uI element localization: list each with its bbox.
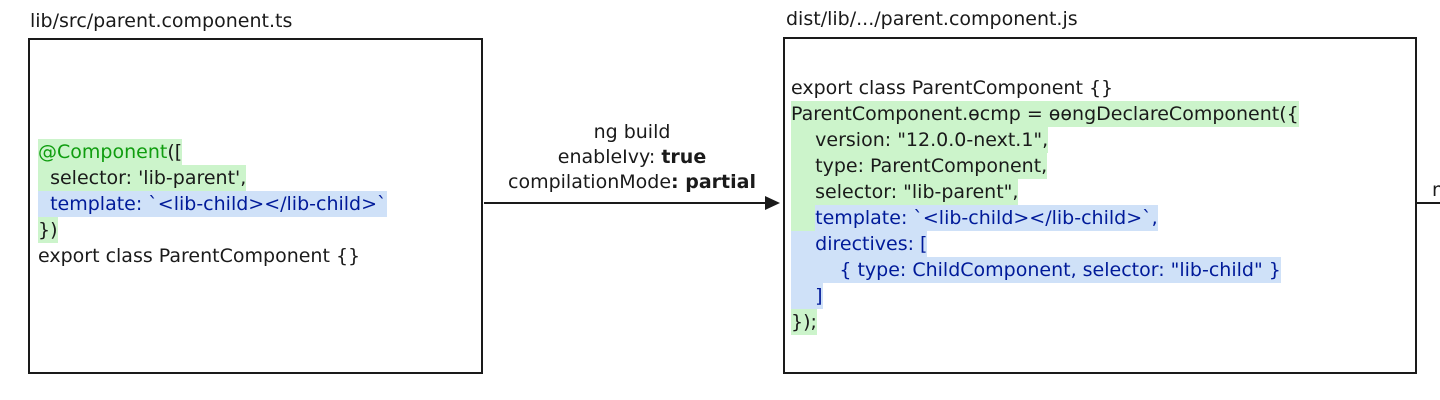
text-segment: }) [38, 217, 58, 243]
code-line: export class ParentComponent {} [791, 75, 1299, 101]
text-segment: { type: ChildComponent, selector: "lib-c… [791, 257, 1281, 283]
text-segment: true [661, 146, 707, 168]
next-arrow-label-fragment: n [1432, 179, 1440, 201]
code-line: @Component([ [38, 139, 387, 165]
text-segment: ParentComponent.ɵcmp = ɵɵngDeclareCompon… [791, 101, 1299, 127]
code-line: }) [38, 217, 387, 243]
code-line: }); [791, 309, 1299, 335]
text-segment: directives: [ [791, 231, 928, 257]
build-arrow-label: ng build enableIvy: true compilationMode… [484, 120, 780, 195]
code-line: directives: [ [791, 231, 1299, 257]
text-segment: @Component [38, 139, 168, 165]
text-segment: ([ [167, 139, 183, 165]
text-segment: selector: "lib-parent", [791, 179, 1019, 205]
text-segment: selector: 'lib-parent', [38, 165, 247, 191]
build-arrow-label-line3: compilationMode: partial [484, 170, 780, 195]
text-segment: template: `<lib-child></lib-child>`, [815, 205, 1158, 231]
left-code-block: @Component([ selector: 'lib-parent', tem… [38, 139, 387, 269]
code-line: template: `<lib-child></lib-child>` [38, 191, 387, 217]
text-segment: compilationMode [508, 171, 672, 193]
code-line: export class ParentComponent {} [38, 243, 387, 269]
code-line: ] [791, 283, 1299, 309]
text-segment: : partial [671, 171, 756, 193]
code-line: { type: ChildComponent, selector: "lib-c… [791, 257, 1299, 283]
left-panel-title: lib/src/parent.component.ts [30, 10, 293, 32]
text-segment: template: `<lib-child></lib-child>` [38, 191, 387, 217]
text-segment: enableIvy: [557, 146, 662, 168]
text-segment: version: "12.0.0-next.1", [791, 127, 1049, 153]
code-line: selector: "lib-parent", [791, 179, 1299, 205]
right-panel-title: dist/lib/.../parent.component.js [786, 8, 1078, 30]
text-segment: export class ParentComponent {} [791, 77, 1114, 99]
build-arrow-head-icon [765, 196, 780, 210]
code-line: type: ParentComponent, [791, 153, 1299, 179]
text-segment: }); [791, 309, 817, 335]
code-line: ParentComponent.ɵcmp = ɵɵngDeclareCompon… [791, 101, 1299, 127]
text-segment [791, 205, 816, 231]
code-line: selector: 'lib-parent', [38, 165, 387, 191]
build-arrow-label-line2: enableIvy: true [484, 145, 780, 170]
right-code-block: export class ParentComponent {}ParentCom… [791, 75, 1299, 335]
text-segment: ng build [593, 121, 671, 143]
text-segment: type: ParentComponent, [791, 153, 1048, 179]
code-line: version: "12.0.0-next.1", [791, 127, 1299, 153]
next-arrow-line [1417, 202, 1440, 204]
text-segment: ] [791, 283, 823, 309]
build-arrow-line [484, 202, 766, 204]
code-line: template: `<lib-child></lib-child>`, [791, 205, 1299, 231]
text-segment: export class ParentComponent {} [38, 245, 361, 267]
build-arrow-label-line1: ng build [484, 120, 780, 145]
